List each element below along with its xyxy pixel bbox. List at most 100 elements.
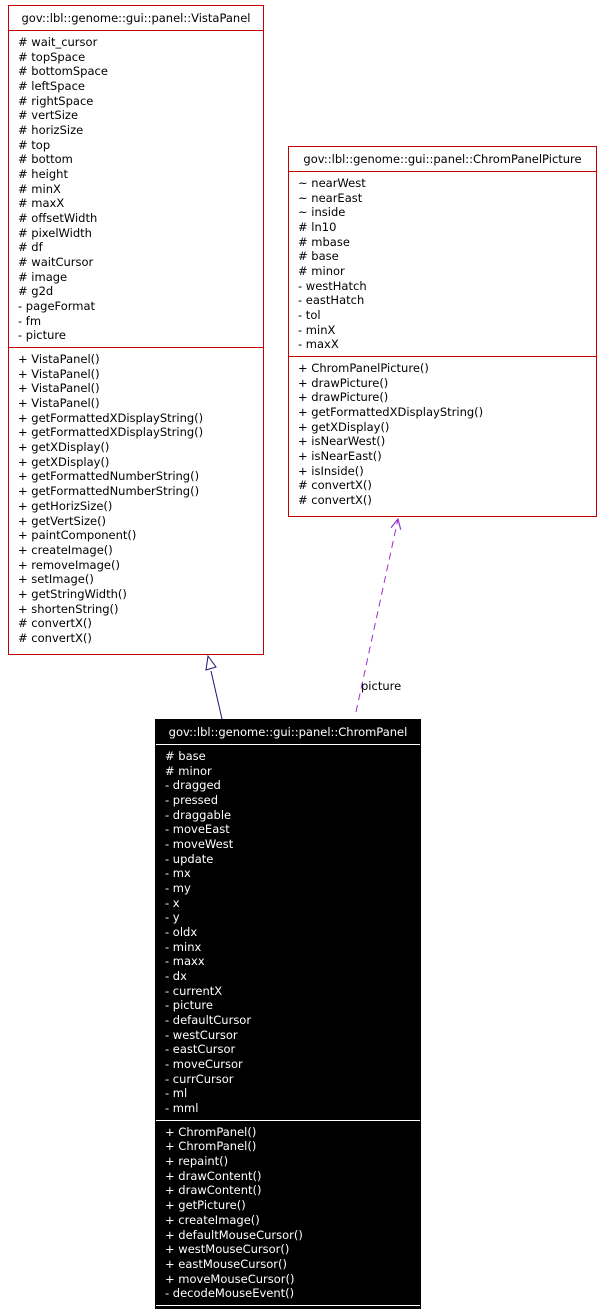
class-method: + VistaPanel() [18, 381, 100, 396]
class-box-vista-panel[interactable]: gov::lbl::genome::gui::panel::VistaPanel… [8, 5, 264, 655]
class-attribute: # bottomSpace [18, 64, 108, 79]
class-attribute: # minor [165, 763, 212, 778]
class-attribute: - maxx [165, 954, 205, 969]
class-attribute: - minx [165, 939, 202, 954]
class-attribute: - mml [165, 1101, 199, 1116]
class-title: gov::lbl::genome::gui::panel::ChromPanel [156, 720, 420, 745]
class-method: # convertX() [298, 478, 372, 493]
class-attribute: - moveEast [165, 822, 230, 837]
class-attribute: # leftSpace [18, 79, 85, 94]
class-method: + ChromPanelPicture() [298, 361, 429, 376]
class-attribute: - eastHatch [298, 293, 365, 308]
class-attribute: - currentX [165, 983, 223, 998]
class-attribute: # image [18, 269, 68, 284]
class-attribute: - my [165, 881, 191, 896]
class-attribute: ~ nearWest [298, 176, 366, 190]
class-attribute: ~ inside [298, 205, 346, 220]
class-attribute: - x [165, 895, 180, 910]
class-attribute: # vertSize [18, 108, 79, 123]
class-method: + isNearEast() [298, 449, 382, 464]
class-method: + isInside() [298, 463, 364, 478]
class-attribute: # rightSpace [18, 93, 94, 108]
class-method: + defaultMouseCursor() [165, 1227, 303, 1242]
class-attribute: - tol [298, 308, 321, 323]
class-attribute: # g2d [18, 284, 54, 299]
class-method: + ChromPanel() [165, 1124, 257, 1139]
class-method: + moveMouseCursor() [165, 1271, 295, 1286]
class-method: + getFormattedXDisplayString() [18, 410, 204, 425]
class-attribute: - draggable [165, 807, 232, 822]
class-attribute: # mbase [298, 234, 350, 249]
class-method: + getPicture() [165, 1198, 246, 1213]
class-method: + setImage() [18, 572, 94, 587]
class-attribute: - eastCursor [165, 1042, 236, 1057]
class-attribute: - dragged [165, 778, 221, 793]
class-method: + VistaPanel() [18, 396, 100, 411]
attributes-compartment: # wait_cursor# topSpace# bottomSpace# le… [9, 31, 263, 349]
class-attribute: # minX [18, 181, 61, 196]
class-attribute: - currCursor [165, 1071, 234, 1086]
class-method: + drawPicture() [298, 390, 389, 405]
class-attribute: - maxX [298, 337, 339, 352]
class-method: + drawPicture() [298, 375, 389, 390]
class-method: + drawContent() [165, 1183, 262, 1198]
attributes-compartment: # base# minor- dragged- pressed- draggab… [156, 745, 420, 1121]
class-method: + eastMouseCursor() [165, 1256, 288, 1271]
class-attribute: # base [165, 749, 206, 763]
class-method: + getFormattedXDisplayString() [18, 425, 204, 440]
class-attribute: - picture [18, 328, 66, 343]
class-method: + VistaPanel() [18, 352, 100, 367]
inheritance-edge [205, 654, 223, 720]
class-method: + getXDisplay() [18, 440, 110, 455]
class-method: + getHorizSize() [18, 498, 113, 513]
methods-compartment: + VistaPanel()+ VistaPanel()+ VistaPanel… [9, 348, 263, 649]
class-method: # convertX() [18, 630, 92, 645]
class-method: + getFormattedXDisplayString() [298, 405, 484, 420]
class-attribute: - pageFormat [18, 299, 96, 314]
class-box-chrom-panel-picture[interactable]: gov::lbl::genome::gui::panel::ChromPanel… [288, 146, 597, 517]
class-method: + ChromPanel() [165, 1139, 257, 1154]
class-title: gov::lbl::genome::gui::panel::ChromPanel… [289, 147, 596, 172]
class-attribute: - oldx [165, 925, 198, 940]
class-method: + paintComponent() [18, 528, 137, 543]
class-attribute: # horizSize [18, 123, 84, 138]
class-attribute: # minor [298, 264, 345, 279]
attributes-compartment: ~ nearWest~ nearEast~ inside# ln10# mbas… [289, 172, 596, 358]
class-method: + shortenString() [18, 601, 119, 616]
class-method: + getVertSize() [18, 513, 107, 528]
class-method: + drawContent() [165, 1168, 262, 1183]
class-box-chrom-panel[interactable]: gov::lbl::genome::gui::panel::ChromPanel… [155, 719, 421, 1309]
class-attribute: # wait_cursor [18, 35, 98, 49]
class-attribute: - pressed [165, 793, 219, 808]
class-attribute: # offsetWidth [18, 211, 98, 226]
class-attribute: - picture [165, 998, 213, 1013]
class-method: + getFormattedNumberString() [18, 484, 200, 499]
class-method: # convertX() [298, 493, 372, 508]
class-attribute: # base [298, 249, 339, 264]
class-method: + getStringWidth() [18, 586, 127, 601]
class-attribute: - moveCursor [165, 1057, 243, 1072]
usage-edge-label: picture [361, 679, 402, 693]
class-attribute: # ln10 [298, 220, 337, 235]
class-method: + VistaPanel() [18, 366, 100, 381]
class-attribute: - update [165, 851, 214, 866]
class-attribute: - defaultCursor [165, 1013, 252, 1028]
class-attribute: - ml [165, 1086, 188, 1101]
class-attribute: # height [18, 167, 68, 182]
class-method: + getXDisplay() [298, 419, 390, 434]
class-method: + removeImage() [18, 557, 120, 572]
class-attribute: - westCursor [165, 1027, 238, 1042]
inheritance-arrowhead [205, 654, 217, 671]
class-method: + westMouseCursor() [165, 1242, 290, 1257]
class-method: + createImage() [18, 542, 113, 557]
class-attribute: - moveWest [165, 837, 234, 852]
class-method: + getFormattedNumberString() [18, 469, 200, 484]
class-method: + repaint() [165, 1154, 229, 1169]
class-title: gov::lbl::genome::gui::panel::VistaPanel [9, 6, 263, 31]
class-attribute: # maxX [18, 196, 65, 211]
class-method: + createImage() [165, 1212, 260, 1227]
class-attribute: - minX [298, 322, 336, 337]
class-attribute: # waitCursor [18, 255, 94, 270]
class-attribute: # df [18, 240, 43, 255]
methods-compartment: + ChromPanelPicture()+ drawPicture()+ dr… [289, 357, 596, 512]
